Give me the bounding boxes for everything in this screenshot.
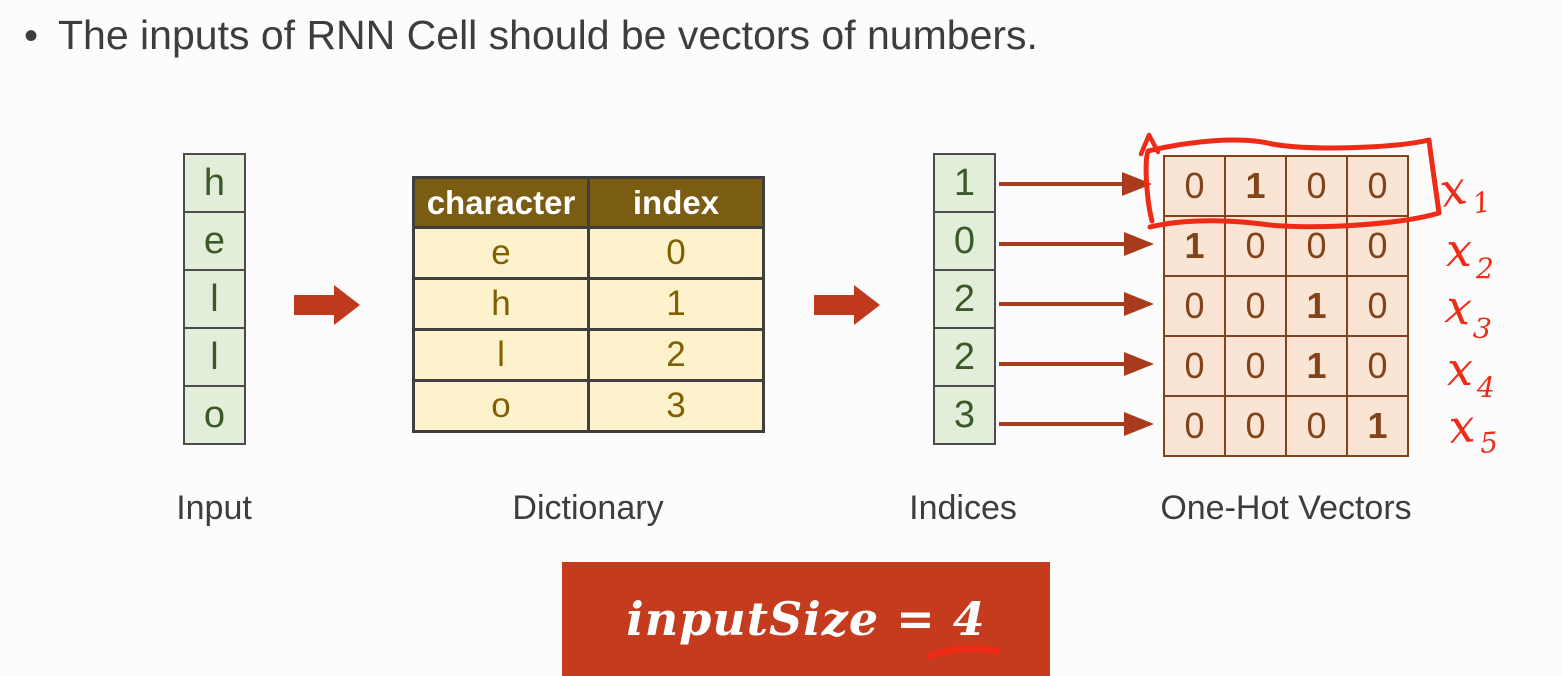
one-hot-cell: 0: [1163, 335, 1226, 397]
formula-name: inputSize: [626, 592, 880, 646]
slide-title: • The inputs of RNN Cell should be vecto…: [24, 12, 1038, 59]
one-hot-cell: 0: [1163, 155, 1226, 217]
input-cell: h: [183, 153, 246, 213]
handwritten-x-label: x1: [1436, 156, 1494, 225]
dictionary-cell: 0: [587, 226, 765, 280]
dictionary-label: Dictionary: [512, 489, 664, 527]
dictionary-header-cell: character: [412, 176, 590, 229]
dictionary-cell: 1: [587, 277, 765, 331]
one-hot-cell: 0: [1346, 155, 1409, 217]
title-text: The inputs of RNN Cell should be vectors…: [58, 12, 1038, 58]
dictionary-cell: 2: [587, 328, 765, 382]
one-hot-cell: 0: [1346, 275, 1409, 337]
dictionary-header-cell: index: [587, 176, 765, 229]
one-hot-cell: 1: [1224, 155, 1287, 217]
input-cell: l: [183, 327, 246, 387]
index-cell: 2: [933, 269, 996, 329]
one-hot-cell: 1: [1346, 395, 1409, 457]
one-hot-cell: 1: [1285, 335, 1348, 397]
one-hot-cell: 0: [1224, 275, 1287, 337]
handwritten-x-label: x3: [1442, 279, 1496, 346]
one-hot-cell: 1: [1163, 215, 1226, 277]
dictionary-cell: o: [412, 379, 590, 433]
formula-equals: =: [896, 592, 936, 646]
input-cell: e: [183, 211, 246, 271]
index-cell: 0: [933, 211, 996, 271]
formula-spacing2: [936, 592, 953, 646]
one-hot-cell: 0: [1224, 395, 1287, 457]
one-hot-cell: 0: [1163, 395, 1226, 457]
input-cell: l: [183, 269, 246, 329]
bullet-icon: •: [24, 14, 39, 58]
input-cell: o: [183, 385, 246, 445]
index-cell: 2: [933, 327, 996, 387]
one-hot-cell: 0: [1285, 155, 1348, 217]
input-size-box: inputSize = 4: [562, 562, 1050, 676]
one-hot-cell: 0: [1163, 275, 1226, 337]
input-size-formula: inputSize = 4: [626, 592, 985, 646]
handwritten-x-label: x5: [1447, 397, 1499, 462]
formula-value: 4: [952, 592, 986, 646]
index-cell: 1: [933, 153, 996, 213]
arrow-input-to-dictionary-icon: [294, 285, 360, 325]
handwritten-up-arrow-icon: [1138, 132, 1161, 157]
one-hot-cell: 0: [1224, 215, 1287, 277]
one-hot-label: One-Hot Vectors: [1160, 489, 1412, 527]
dictionary-cell: 3: [587, 379, 765, 433]
one-hot-cell: 0: [1285, 215, 1348, 277]
one-hot-cell: 1: [1285, 275, 1348, 337]
dictionary-cell: h: [412, 277, 590, 331]
indices-label: Indices: [909, 489, 1017, 527]
one-hot-cell: 0: [1346, 335, 1409, 397]
index-to-row-arrows: [999, 172, 1154, 436]
dictionary-cell: e: [412, 226, 590, 280]
formula-spacing1: [879, 592, 896, 646]
index-cell: 3: [933, 385, 996, 445]
dictionary-cell: l: [412, 328, 590, 382]
one-hot-cell: 0: [1224, 335, 1287, 397]
one-hot-cell: 0: [1346, 215, 1409, 277]
one-hot-cell: 0: [1285, 395, 1348, 457]
input-label: Input: [176, 489, 252, 527]
arrow-dictionary-to-indices-icon: [814, 285, 880, 325]
